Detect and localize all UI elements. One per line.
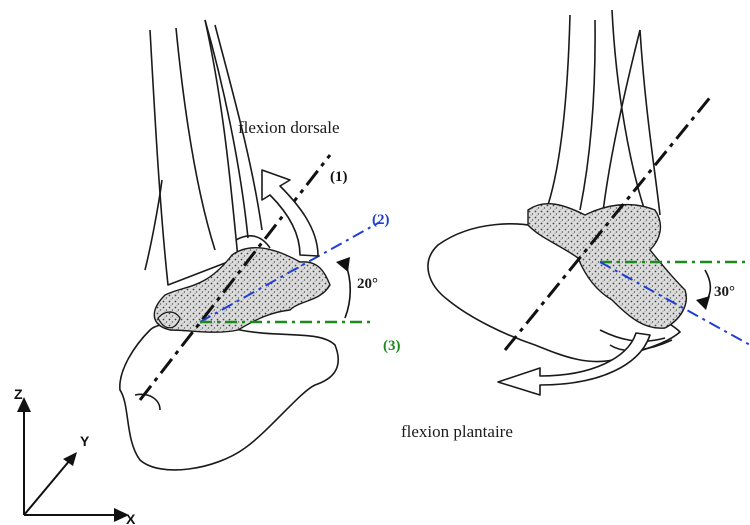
left-talus [154, 248, 330, 332]
left-angle-arrowhead [336, 257, 350, 272]
flexion-dorsale-label: flexion dorsale [238, 118, 340, 137]
axis-3-label: (3) [383, 338, 401, 354]
plantar-flexion-arrow [498, 333, 650, 395]
flexion-plantaire-label: flexion plantaire [401, 422, 513, 441]
z-axis-label: Z [14, 386, 23, 402]
x-axis-label: X [126, 511, 136, 525]
right-fibula [612, 10, 648, 220]
angle-30-label: 30° [714, 284, 735, 300]
left-fibula [176, 28, 215, 250]
right-angle-arrowhead [696, 296, 710, 310]
angle-20-label: 20° [357, 276, 378, 292]
coordinate-axes [17, 397, 129, 522]
axis-2-label: (2) [372, 212, 390, 228]
axis-1-label: (1) [330, 169, 348, 185]
y-axis-label: Y [80, 433, 90, 449]
